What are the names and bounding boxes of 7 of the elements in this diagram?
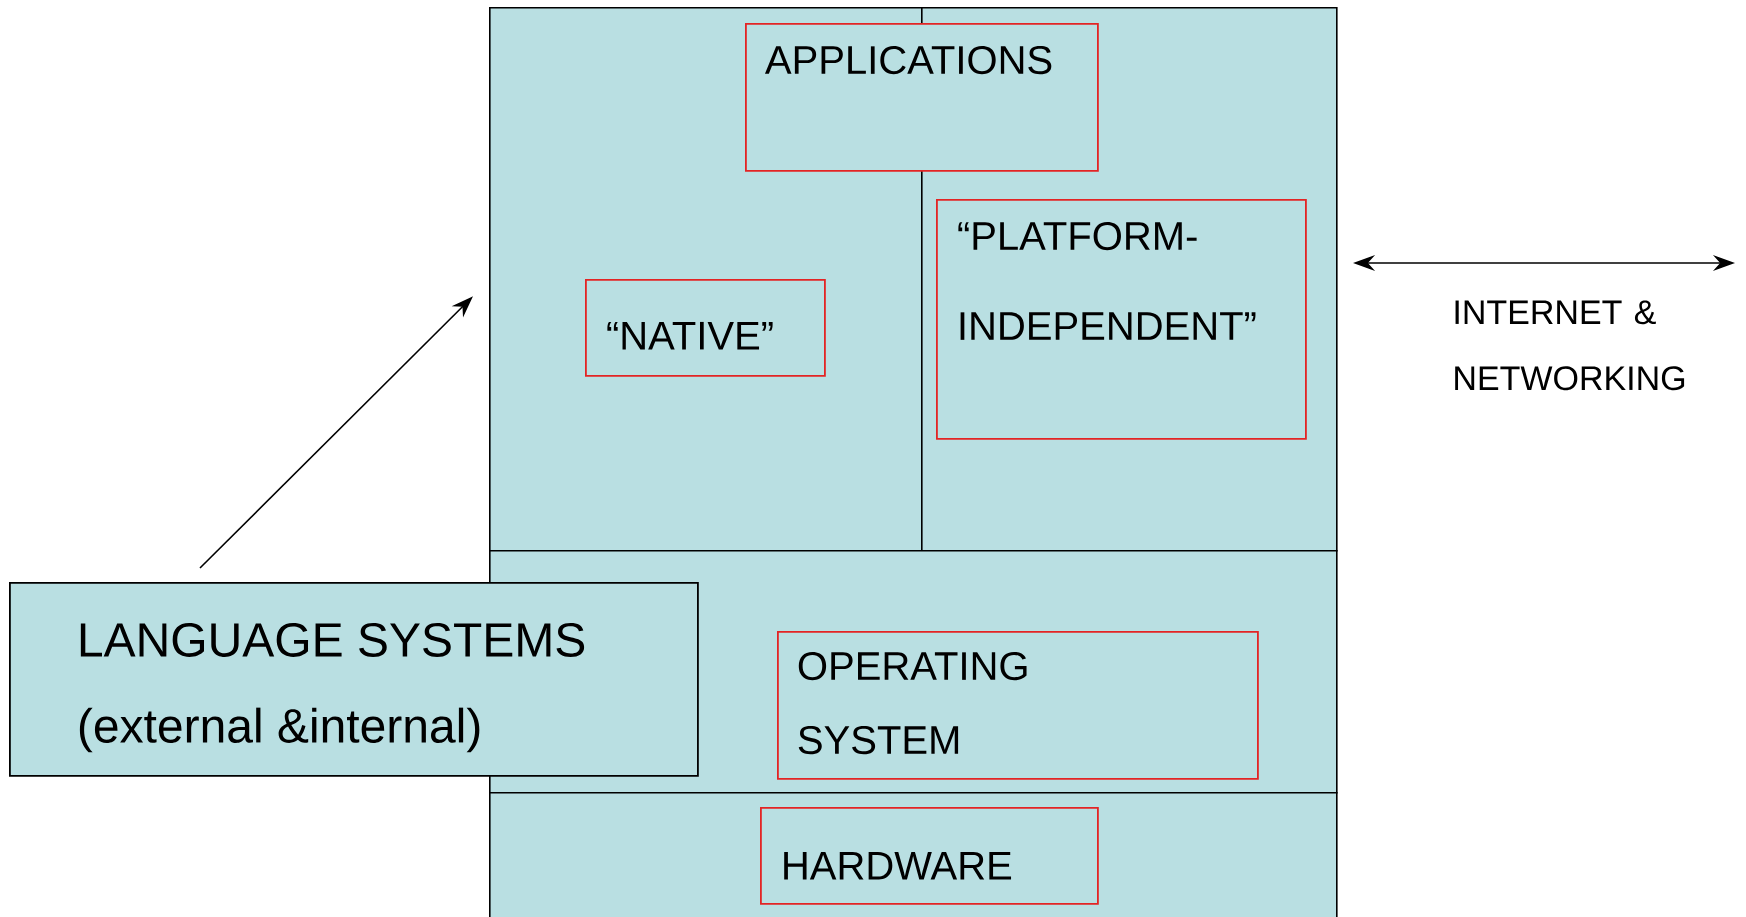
language-box: LANGUAGE SYSTEMS (external &internal) [9, 582, 699, 777]
layer-box: “PLATFORM-INDEPENDENT” [936, 199, 1307, 440]
layer-box: OPERATING SYSTEM [777, 631, 1259, 780]
layer-box: “NATIVE” [585, 279, 826, 377]
layer-box: HARDWARE [760, 807, 1099, 905]
network-label: INTERNET & NETWORKING [1455, 300, 1685, 391]
layer-box: APPLICATIONS [745, 23, 1099, 172]
